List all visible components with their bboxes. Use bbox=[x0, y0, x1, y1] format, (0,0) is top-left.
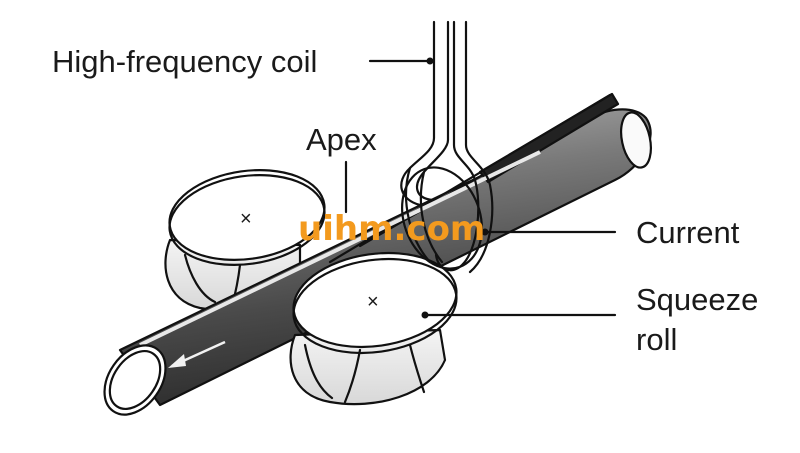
label-roll: roll bbox=[636, 322, 677, 357]
leader-lines bbox=[344, 57, 617, 319]
direction-arrow-icon bbox=[168, 340, 226, 368]
front-roll-axis-mark: × bbox=[367, 291, 379, 313]
watermark-text: uihm.com bbox=[298, 209, 485, 249]
back-squeeze-roll: × bbox=[168, 168, 326, 267]
label-apex: Apex bbox=[306, 122, 377, 157]
label-high-frequency-coil: High-frequency coil bbox=[52, 44, 317, 79]
back-roll-axis-mark: × bbox=[240, 208, 252, 230]
label-squeeze: Squeeze bbox=[636, 282, 758, 317]
front-squeeze-roll: × bbox=[292, 251, 458, 355]
high-frequency-coil bbox=[400, 20, 494, 274]
label-current: Current bbox=[636, 215, 740, 250]
